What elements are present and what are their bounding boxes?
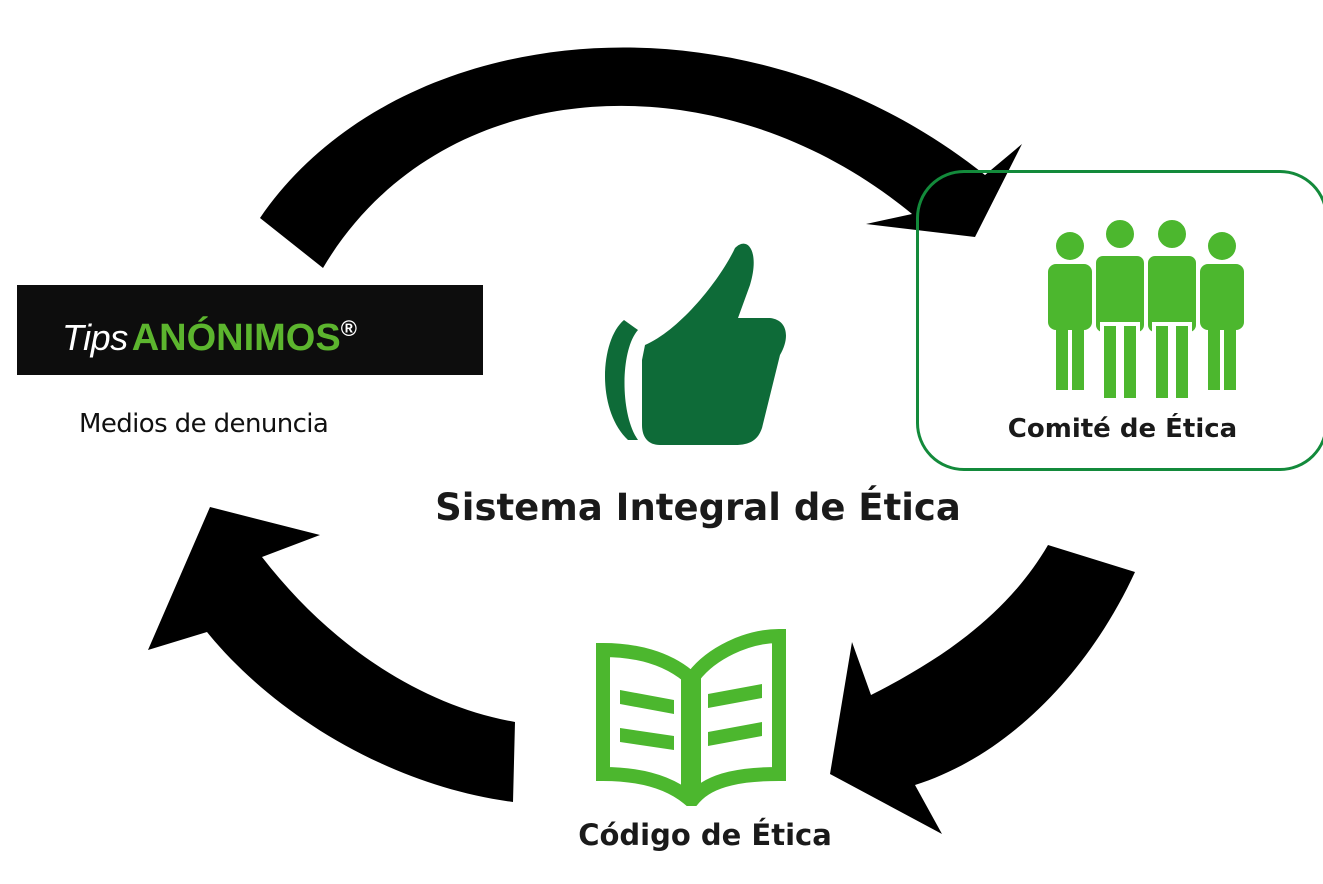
logo-anonimos-text: ANÓNIMOS (131, 317, 341, 359)
comite-label: Comité de Ética (1007, 414, 1238, 444)
arrow-medios-to-comite (260, 47, 1022, 268)
logo-registered-mark: ® (340, 316, 357, 341)
arrow-codigo-to-medios (148, 507, 515, 802)
codigo-label: Código de Ética (578, 818, 832, 852)
thumbs-up-icon (605, 243, 786, 445)
open-book-icon (596, 628, 786, 806)
center-title: Sistema Integral de Ética (435, 486, 961, 529)
medios-label: Medios de denuncia (79, 409, 329, 439)
comite-highlight-box (916, 170, 1323, 471)
arrow-comite-to-codigo (830, 545, 1135, 834)
logo-tips-text: Tips (62, 317, 128, 358)
people-group-icon (1048, 218, 1244, 400)
